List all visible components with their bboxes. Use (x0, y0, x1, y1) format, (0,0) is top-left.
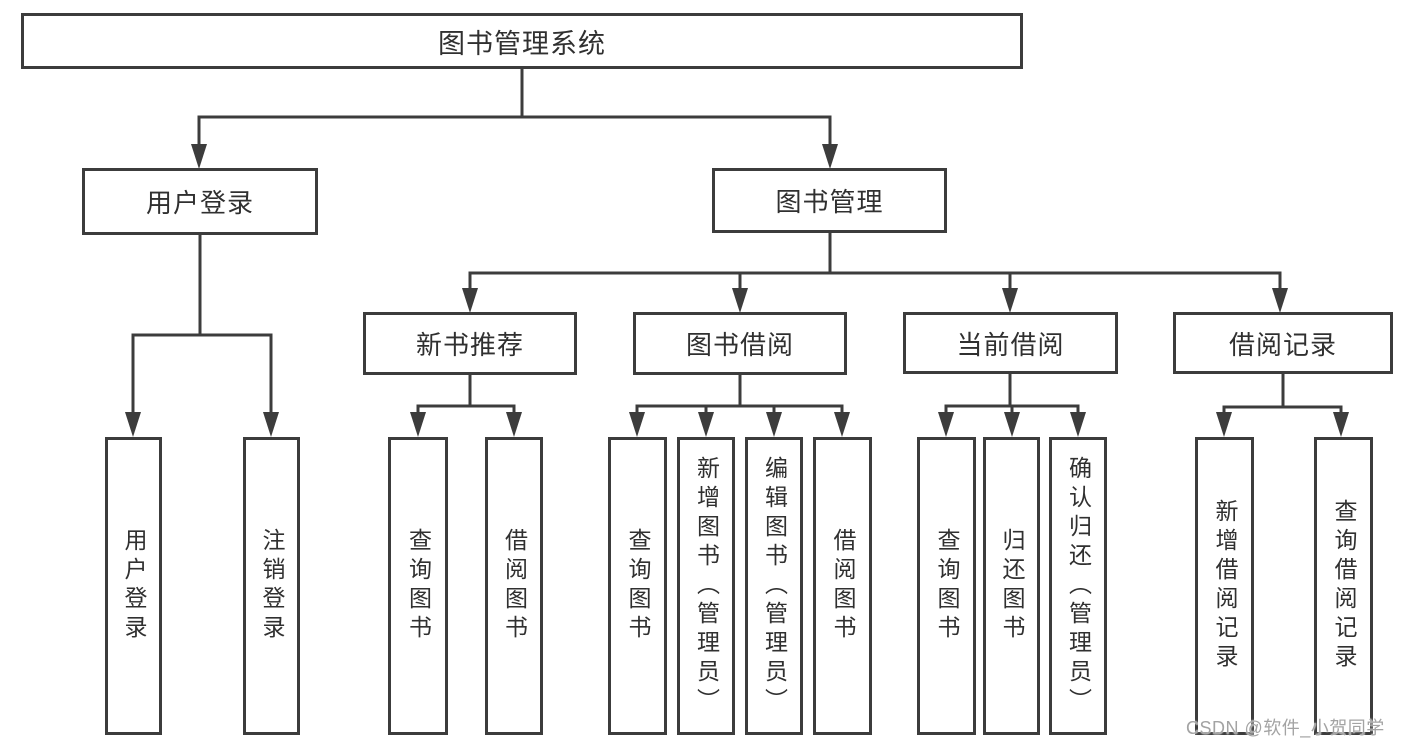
node-leaf-query-books-2: 查询图书 (608, 437, 667, 735)
arrowhead (1002, 288, 1018, 313)
csdn-watermark: CSDN @软件_小贺同学 (1186, 718, 1385, 738)
leaf-label: 确认归还（管理员） (1065, 455, 1092, 717)
node-leaf-return-books: 归还图书 (983, 437, 1040, 735)
leaf-label: 借阅图书 (830, 528, 856, 644)
leaf-label: 查询图书 (934, 528, 960, 644)
node-leaf-borrow-books-2: 借阅图书 (813, 437, 872, 735)
node-leaf-edit-books-admin: 编辑图书（管理员） (745, 437, 803, 735)
arrowhead (263, 412, 279, 437)
arrowhead (1272, 288, 1288, 313)
arrowhead (938, 412, 954, 437)
node-leaf-confirm-return-admin: 确认归还（管理员） (1049, 437, 1107, 735)
node-borrow-records: 借阅记录 (1173, 312, 1393, 374)
leaf-label: 查询图书 (625, 528, 651, 644)
leaf-label: 查询借阅记录 (1331, 499, 1357, 673)
arrowhead (410, 412, 426, 437)
arrowhead (191, 144, 207, 169)
arrowhead (462, 288, 478, 313)
node-book-management: 图书管理 (712, 168, 947, 233)
node-leaf-query-borrow-record: 查询借阅记录 (1314, 437, 1373, 735)
leaf-label: 新增图书（管理员） (693, 455, 720, 717)
arrowhead (1333, 412, 1349, 437)
node-leaf-query-books-1: 查询图书 (388, 437, 448, 735)
leaf-label: 查询图书 (405, 528, 432, 644)
node-leaf-borrow-books-1: 借阅图书 (485, 437, 543, 735)
leaf-label: 编辑图书（管理员） (761, 455, 788, 717)
node-leaf-user-login: 用户登录 (105, 437, 162, 735)
arrowhead (506, 412, 522, 437)
arrowhead (766, 412, 782, 437)
arrowhead (1216, 412, 1232, 437)
node-leaf-query-books-3: 查询图书 (917, 437, 976, 735)
arrowhead (834, 412, 850, 437)
node-book-borrow: 图书借阅 (633, 312, 847, 375)
node-user-login: 用户登录 (82, 168, 318, 235)
arrowhead (125, 412, 141, 437)
leaf-label: 新增借阅记录 (1212, 499, 1238, 673)
node-leaf-add-borrow-record: 新增借阅记录 (1195, 437, 1254, 735)
leaf-label: 用户登录 (121, 528, 147, 644)
leaf-label: 注销登录 (259, 528, 285, 644)
arrowhead (629, 412, 645, 437)
arrowhead (822, 144, 838, 169)
node-new-book-recommend: 新书推荐 (363, 312, 577, 375)
node-leaf-add-books-admin: 新增图书（管理员） (677, 437, 735, 735)
arrowhead (698, 412, 714, 437)
node-root-library-system: 图书管理系统 (21, 13, 1023, 69)
arrowhead (1070, 412, 1086, 437)
node-leaf-logout: 注销登录 (243, 437, 300, 735)
arrowhead (732, 288, 748, 313)
arrowhead (1004, 412, 1020, 437)
leaf-label: 借阅图书 (501, 528, 528, 644)
arrowheads (125, 144, 1349, 437)
node-current-borrow: 当前借阅 (903, 312, 1118, 374)
leaf-label: 归还图书 (999, 528, 1025, 644)
